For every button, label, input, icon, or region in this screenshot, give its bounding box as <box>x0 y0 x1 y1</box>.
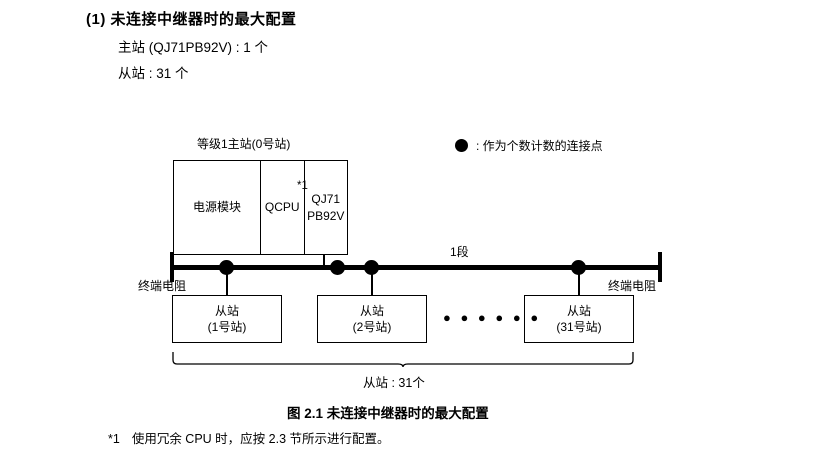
slave-range-brace <box>172 352 634 368</box>
terminator-left-label: 终端电阻 <box>138 279 187 293</box>
slave-box: 从站 (1号站) <box>172 295 282 343</box>
slave-title: 从站 <box>566 303 591 318</box>
terminator-left-cap <box>170 252 174 282</box>
legend-label: : 作为个数计数的连接点 <box>476 139 603 153</box>
pb92v-line2: PB92V <box>307 208 345 223</box>
power-module-cell: 电源模块 <box>192 200 241 215</box>
master-drop-line <box>323 255 325 267</box>
bus-trunk-line <box>170 265 662 270</box>
page-title: (1) 未连接中继器时的最大配置 <box>86 11 297 28</box>
terminator-right-label: 终端电阻 <box>608 279 657 293</box>
qcpu-cell: QCPU <box>260 161 304 254</box>
spec-master-count: 主站 (QJ71PB92V) : 1 个 <box>118 40 269 55</box>
asterisk-marker: *1 <box>297 180 308 192</box>
footnote: *1 使用冗余 CPU 时，应按 2.3 节所示进行配置。 <box>108 428 390 447</box>
terminator-right-cap <box>658 252 662 282</box>
slave-box: 从站 (2号站) <box>317 295 427 343</box>
slave-drop-line <box>371 267 373 295</box>
pb92v-module-cell: QJ71 PB92V <box>303 161 348 254</box>
slave-box: 从站 (31号站) <box>524 295 634 343</box>
ellipsis-dots: ● ● ● ● ● ● <box>443 310 542 325</box>
master-station-label: 等级1主站(0号站) <box>197 137 291 151</box>
connection-point-dot-icon <box>455 139 468 152</box>
legend: : 作为个数计数的连接点 <box>455 137 603 154</box>
spec-slave-count: 从站 : 31 个 <box>118 66 189 81</box>
connection-point-dot-icon <box>330 260 345 275</box>
slave-drop-line <box>226 267 228 295</box>
pb92v-line1: QJ71 <box>311 192 341 207</box>
footnote-text: 使用冗余 CPU 时，应按 2.3 节所示进行配置。 <box>131 432 390 446</box>
master-unit-box: 电源模块 QCPU QJ71 PB92V <box>173 160 348 255</box>
slave-station: (1号站) <box>207 320 247 334</box>
slave-title: 从站 <box>359 303 384 318</box>
total-slaves-label: 从站 : 31个 <box>363 376 425 390</box>
footnote-mark: *1 <box>108 432 120 446</box>
slave-station: (31号站) <box>556 320 602 334</box>
figure-caption: 图 2.1 未连接中继器时的最大配置 <box>287 406 489 421</box>
slave-title: 从站 <box>214 303 239 318</box>
slave-station: (2号站) <box>352 320 392 334</box>
segment-label: 1段 <box>450 245 469 259</box>
slave-drop-line <box>578 267 580 295</box>
